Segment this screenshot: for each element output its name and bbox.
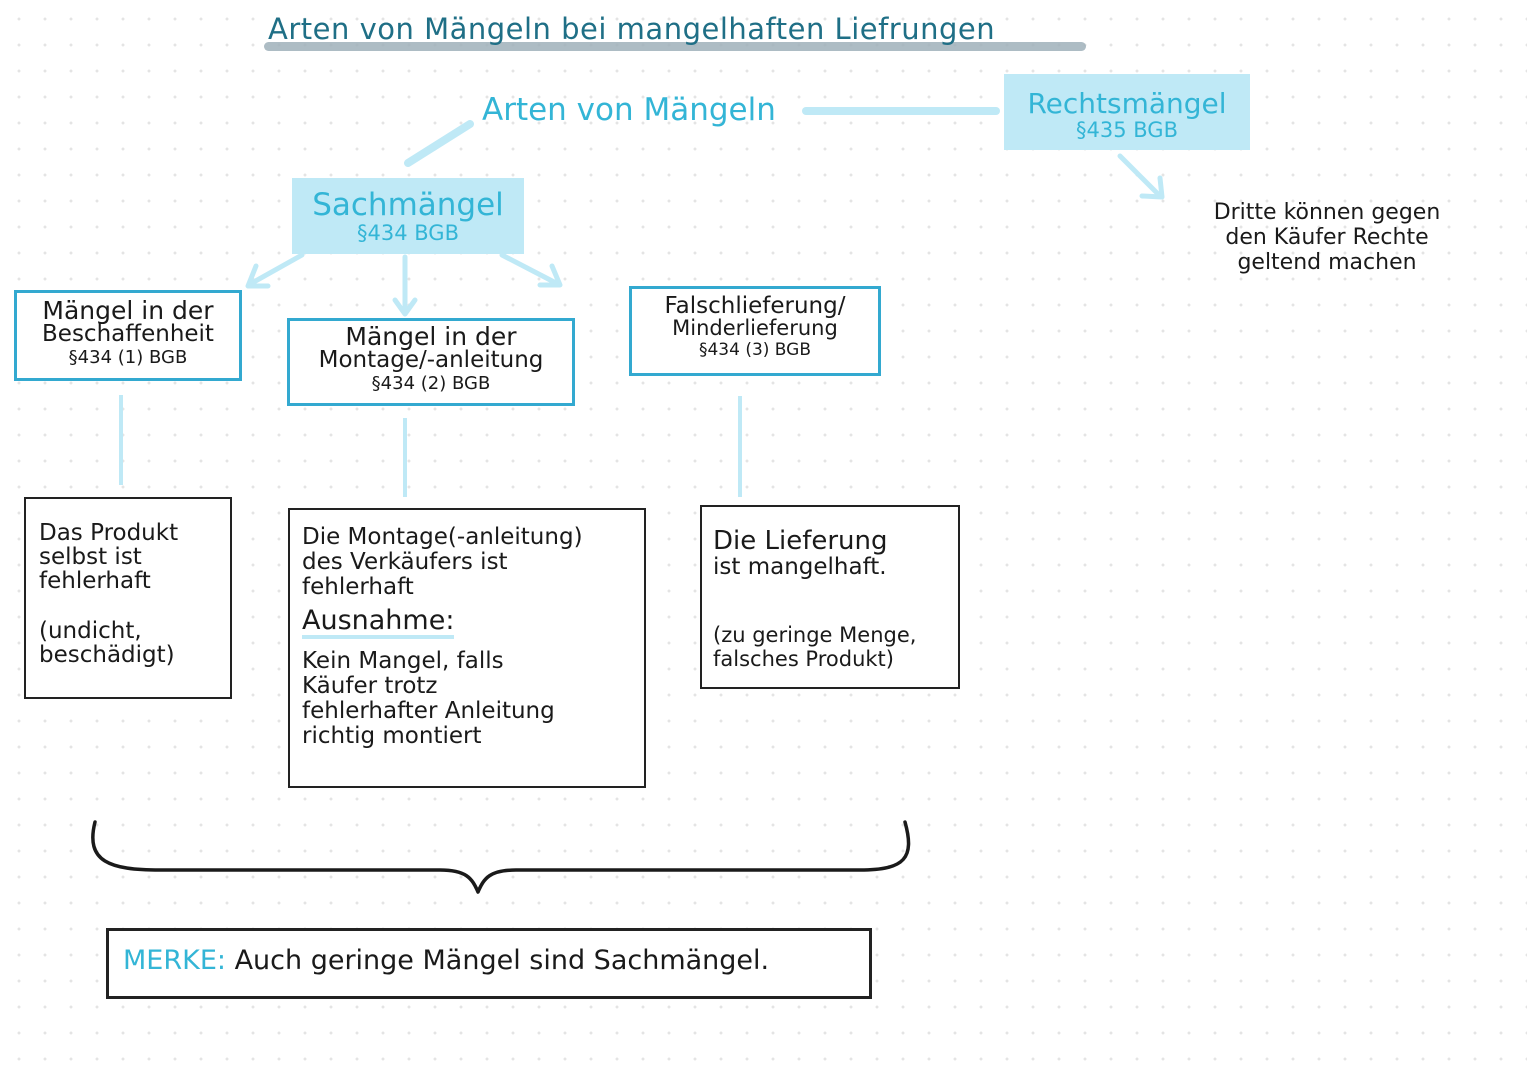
title-underline <box>264 42 1086 51</box>
exception-line: Käufer trotz <box>302 673 438 699</box>
arrow-sachmaengel-right <box>499 252 563 288</box>
example-line: beschädigt) <box>39 642 175 668</box>
category-title-line: Mängel in der <box>345 322 517 351</box>
detail-line: fehlerhaft <box>302 574 414 600</box>
example-line: (zu geringe Menge, <box>713 623 917 647</box>
connector-root-sachmaengel <box>404 120 474 167</box>
example-line: (undicht, <box>39 618 142 644</box>
exception-line: fehlerhafter Anleitung <box>302 698 555 724</box>
rechtsmaengel-description: Dritte können gegen den Käufer Rechte ge… <box>1172 200 1482 275</box>
sachmaengel-paragraph: §434 BGB <box>357 221 459 245</box>
rechtsmaengel-box: Rechtsmängel §435 BGB <box>1004 74 1250 150</box>
detail-line: selbst ist <box>39 544 142 570</box>
category-box-beschaffenheit: Mängel in der Beschaffenheit §434 (1) BG… <box>14 290 242 381</box>
page-title: Arten von Mängeln bei mangelhaften Liefr… <box>268 12 996 46</box>
category-box-falschlieferung: Falschlieferung/ Minderlieferung §434 (3… <box>629 286 881 376</box>
exception-line: richtig montiert <box>302 723 482 749</box>
category-title-line: Beschaffenheit <box>42 321 214 347</box>
merke-text: Auch geringe Mängel sind Sachmängel. <box>234 945 770 976</box>
category-box-montage: Mängel in der Montage/-anleitung §434 (2… <box>287 318 575 406</box>
sachmaengel-heading: Sachmängel <box>312 187 504 223</box>
category-paragraph: §434 (2) BGB <box>371 373 491 394</box>
sachmaengel-box: Sachmängel §434 BGB <box>292 178 524 254</box>
detail-line: ist mangelhaft. <box>713 554 887 580</box>
curly-brace <box>91 820 911 894</box>
detail-line: Das Produkt <box>39 520 179 546</box>
category-paragraph: §434 (3) BGB <box>698 340 812 360</box>
detail-box-falschlieferung: Die Lieferung ist mangelhaft. (zu gering… <box>700 505 960 689</box>
arrow-sachmaengel-middle <box>392 254 418 317</box>
detail-box-beschaffenheit: Das Produkt selbst ist fehlerhaft (undic… <box>24 497 232 699</box>
merke-box: MERKE: Auch geringe Mängel sind Sachmäng… <box>106 928 872 999</box>
merke-label: MERKE: <box>123 945 226 976</box>
category-title-line: Minderlieferung <box>672 316 838 340</box>
arrow-sachmaengel-left <box>245 252 305 289</box>
category-title-line: Montage/-anleitung <box>318 347 544 373</box>
root-node-label: Arten von Mängeln <box>482 92 776 128</box>
rechtsmaengel-paragraph: §435 BGB <box>1076 118 1178 142</box>
exception-line: Kein Mangel, falls <box>302 648 504 674</box>
example-line: falsches Produkt) <box>713 647 894 671</box>
category-paragraph: §434 (1) BGB <box>68 347 188 368</box>
detail-line: Die Montage(-anleitung) <box>302 524 583 550</box>
rechtsmaengel-heading: Rechtsmängel <box>1027 87 1227 120</box>
rechtsmaengel-description-line: geltend machen <box>1237 250 1417 275</box>
rechtsmaengel-description-line: Dritte können gegen <box>1213 200 1441 225</box>
detail-line: Die Lieferung <box>713 526 888 556</box>
rechtsmaengel-description-line: den Käufer Rechte <box>1225 225 1429 250</box>
detail-line: fehlerhaft <box>39 568 151 594</box>
exception-heading: Ausnahme: <box>302 607 455 639</box>
category-title-line: Mängel in der <box>42 296 214 325</box>
detail-box-montage: Die Montage(-anleitung) des Verkäufers i… <box>288 508 646 788</box>
category-title-line: Falschlieferung/ <box>664 293 846 319</box>
detail-line: des Verkäufers ist <box>302 549 508 575</box>
arrow-rechtsmaengel-description <box>1117 153 1165 200</box>
